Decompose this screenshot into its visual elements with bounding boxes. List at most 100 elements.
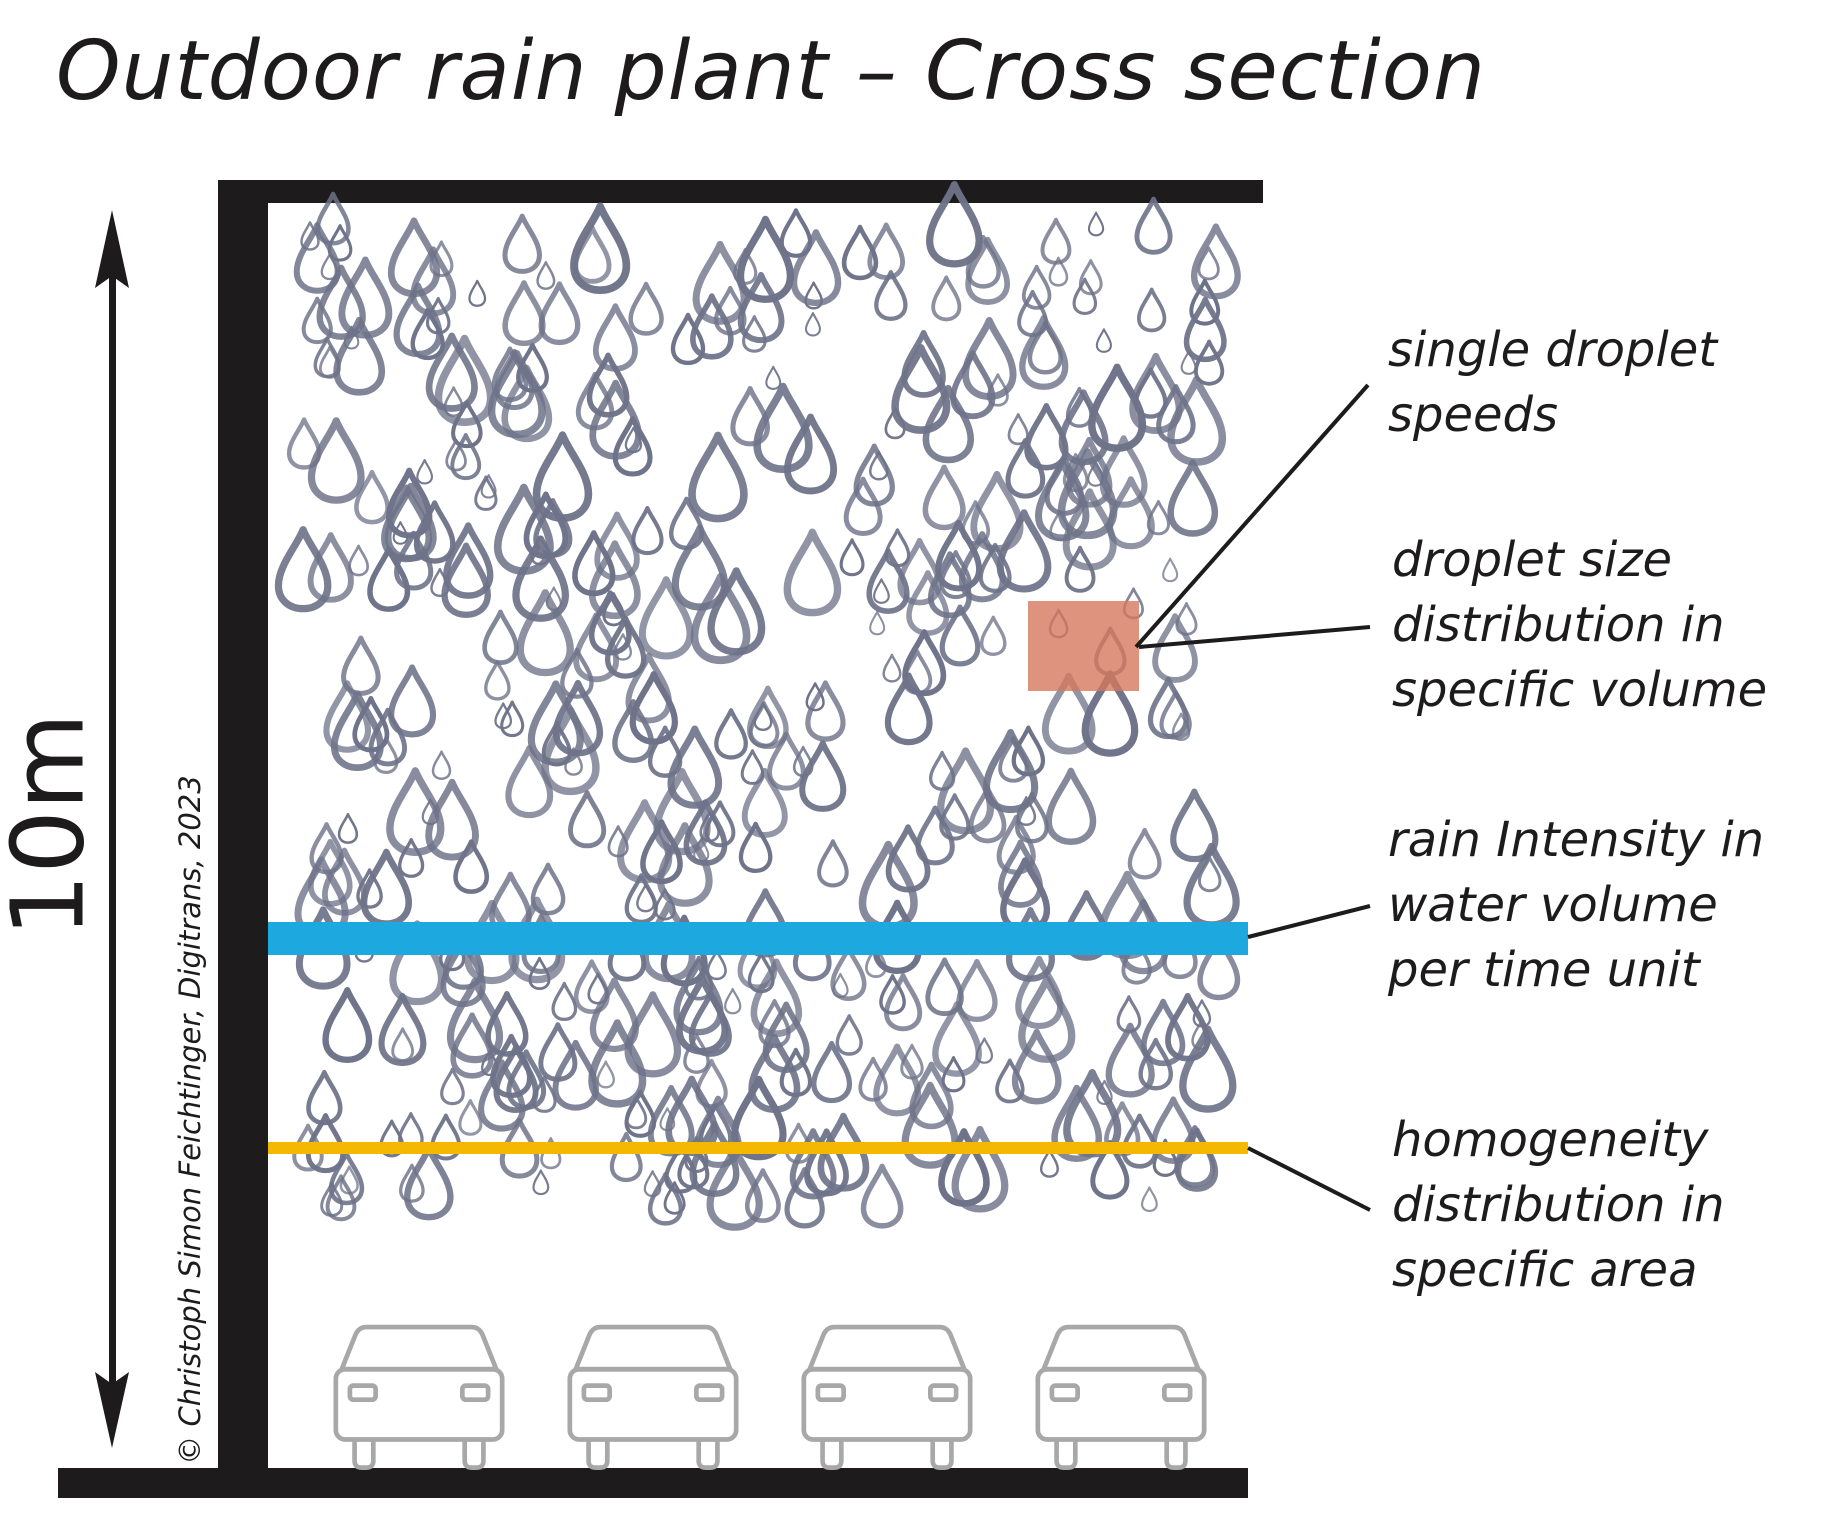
- raindrop-icon: [391, 1027, 415, 1063]
- raindrop-icon: [398, 837, 425, 878]
- callout-line: speeds: [1388, 387, 1559, 443]
- raindrop-icon: [1155, 616, 1195, 680]
- raindrop-icon: [541, 284, 578, 342]
- parked-cars: [336, 1327, 1204, 1468]
- callout-line: water volume: [1388, 877, 1718, 933]
- raindrop-icon: [979, 615, 1007, 657]
- callout-line: distribution in: [1392, 1177, 1725, 1233]
- raindrop-icon: [485, 612, 517, 663]
- raindrop-icon: [846, 479, 880, 533]
- raindrop-icon: [1137, 199, 1170, 252]
- raindrop-icon: [745, 771, 785, 835]
- raindrop-icon: [505, 216, 540, 271]
- raindrop-icon: [1162, 693, 1190, 738]
- car-icon: [570, 1327, 736, 1468]
- height-label: 10m: [0, 712, 107, 938]
- callout-homogeneity: homogeneity distribution in specific are…: [1392, 1108, 1725, 1303]
- raindrop-icon: [925, 467, 963, 527]
- frame-left-pillar: [218, 180, 268, 1498]
- intensity-plane: [268, 922, 1248, 955]
- raindrop-icon: [839, 538, 865, 577]
- raindrop-icon: [716, 710, 745, 757]
- rain-droplets: [278, 185, 1237, 1228]
- raindrop-icon: [453, 1015, 491, 1076]
- raindrop-icon: [536, 260, 556, 290]
- raindrop-icon: [819, 841, 847, 885]
- callout-line: distribution in: [1392, 597, 1725, 653]
- callout-rain-intensity: rain Intensity in water volume per time …: [1388, 808, 1764, 1003]
- double-arrow-icon: [95, 210, 129, 1448]
- raindrop-icon: [505, 283, 543, 343]
- raindrop-icon: [364, 852, 409, 924]
- raindrop-icon: [931, 275, 962, 322]
- leader-line-intensity: [1247, 904, 1371, 939]
- raindrop-icon: [631, 284, 662, 333]
- raindrop-icon: [337, 812, 359, 844]
- raindrop-icon: [431, 750, 452, 780]
- raindrop-icon: [612, 1134, 641, 1180]
- raindrop-icon: [804, 312, 821, 337]
- raindrop-icon: [1040, 217, 1072, 265]
- callout-line: droplet size: [1392, 532, 1673, 588]
- raindrop-icon: [724, 987, 742, 1015]
- raindrop-icon: [835, 1014, 863, 1056]
- sample-volume-box: [1028, 601, 1139, 691]
- callout-line: specific volume: [1392, 662, 1768, 718]
- raindrop-icon: [1039, 1148, 1059, 1178]
- raindrop-icon: [1092, 367, 1143, 448]
- raindrop-icon: [551, 981, 578, 1022]
- frame-roof: [218, 180, 1263, 203]
- callout-line: single droplet: [1388, 322, 1718, 378]
- raindrop-icon: [1087, 211, 1105, 237]
- car-icon: [804, 1327, 970, 1468]
- raindrop-icon: [1193, 339, 1225, 386]
- raindrop-icon: [416, 458, 434, 485]
- raindrop-icon: [1140, 1186, 1158, 1213]
- raindrop-icon: [1130, 830, 1160, 877]
- raindrop-icon: [642, 580, 690, 656]
- leader-line-size: [1138, 625, 1371, 649]
- callout-line: specific area: [1392, 1242, 1698, 1298]
- callout-line: homogeneity: [1392, 1112, 1709, 1168]
- raindrop-icon: [742, 315, 767, 353]
- raindrop-icon: [1072, 277, 1098, 316]
- raindrop-icon: [1095, 328, 1112, 353]
- leader-line-homogeneity: [1247, 1146, 1371, 1212]
- raindrop-icon: [570, 793, 603, 846]
- raindrop-icon: [872, 578, 890, 604]
- callout-droplet-size: droplet size distribution in specific vo…: [1392, 528, 1767, 723]
- raindrop-icon: [1136, 287, 1167, 333]
- raindrop-icon: [864, 1166, 901, 1225]
- raindrop-icon: [590, 355, 627, 414]
- raindrop-icon: [326, 990, 370, 1060]
- callout-droplet-speeds: single droplet speeds: [1388, 318, 1717, 448]
- raindrop-icon: [1171, 463, 1215, 534]
- raindrop-icon: [633, 508, 661, 553]
- car-icon: [336, 1327, 502, 1468]
- raindrop-icon: [692, 994, 730, 1054]
- raindrop-icon: [532, 1169, 550, 1196]
- raindrop-icon: [802, 743, 843, 809]
- raindrop-icon: [794, 232, 838, 303]
- raindrop-icon: [484, 660, 511, 701]
- raindrop-icon: [596, 1060, 615, 1089]
- raindrop-icon: [692, 435, 744, 518]
- raindrop-icon: [750, 688, 786, 746]
- raindrop-icon: [468, 279, 487, 307]
- homogeneity-plane: [268, 1142, 1248, 1154]
- raindrop-icon: [959, 962, 995, 1020]
- leader-line-speeds: [1134, 383, 1370, 649]
- copyright-notice: © Christoph Simon Feichtinger, Digitrans…: [173, 775, 207, 1465]
- raindrop-icon: [1162, 557, 1179, 583]
- callout-line: per time unit: [1388, 942, 1700, 998]
- raindrop-icon: [765, 365, 782, 390]
- raindrop-icon: [869, 610, 886, 636]
- ground-floor: [58, 1468, 1248, 1498]
- car-icon: [1038, 1327, 1204, 1468]
- raindrop-icon: [458, 1098, 483, 1136]
- raindrop-icon: [882, 653, 902, 683]
- raindrop-icon: [342, 260, 389, 335]
- raindrop-icon: [904, 333, 943, 395]
